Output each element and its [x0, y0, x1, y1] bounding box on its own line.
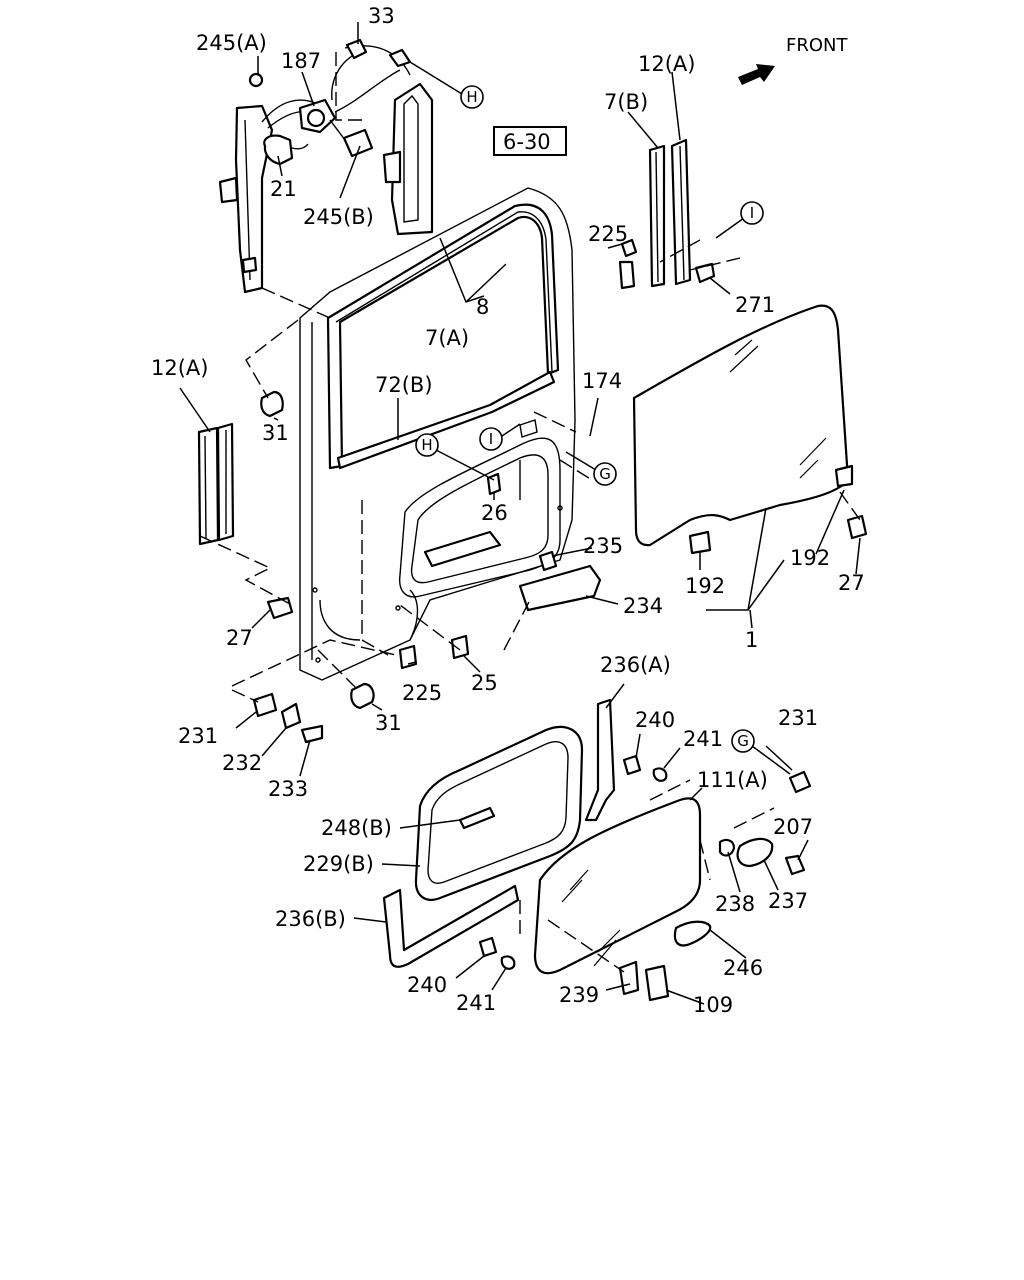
callout-229b: 229(B) — [303, 852, 374, 876]
callout-225-top: 225 — [588, 222, 628, 246]
callout-7b: 7(B) — [604, 90, 648, 114]
callout-72b: 72(B) — [375, 373, 433, 397]
callout-7a: 7(A) — [425, 326, 469, 350]
svg-text:G: G — [737, 732, 749, 750]
callout-248b: 248(B) — [321, 816, 392, 840]
callout-225-mid: 225 — [402, 681, 442, 705]
marker-i-mid: I — [479, 423, 521, 451]
marker-g-mid: G — [565, 451, 617, 486]
callout-31-top: 31 — [262, 421, 289, 445]
front-label: FRONT — [786, 35, 848, 56]
marker-h-top: H — [409, 61, 484, 109]
callout-12a-left: 12(A) — [151, 356, 208, 380]
rear-glass-channel — [648, 138, 692, 288]
vent-glass-frame — [382, 698, 616, 968]
callout-192-left: 192 — [685, 574, 725, 598]
callout-237: 237 — [768, 889, 808, 913]
callout-25: 25 — [471, 671, 498, 695]
callout-241-top: 241 — [683, 727, 723, 751]
callout-236a: 236(A) — [600, 653, 671, 677]
callout-27-left: 27 — [226, 626, 253, 650]
callout-12a-top: 12(A) — [638, 52, 695, 76]
marker-g-low: G — [731, 729, 791, 775]
svg-text:I: I — [750, 204, 754, 222]
callout-245a: 245(A) — [196, 31, 267, 55]
reference-box-label: 6-30 — [503, 130, 551, 154]
window-regulator — [218, 38, 434, 294]
callout-235: 235 — [583, 534, 623, 558]
callout-111a: 111(A) — [697, 768, 768, 792]
callout-246: 246 — [723, 956, 763, 980]
callout-1: 1 — [745, 628, 758, 652]
front-direction-indicator: FRONT — [738, 35, 848, 85]
callout-233: 233 — [268, 777, 308, 801]
callout-238: 238 — [715, 892, 755, 916]
callout-174: 174 — [582, 369, 622, 393]
door-glass — [632, 304, 854, 555]
callout-207: 207 — [773, 815, 813, 839]
callout-27-right: 27 — [838, 571, 865, 595]
svg-text:G: G — [599, 465, 611, 483]
leader-lines — [179, 22, 861, 1005]
marker-i-top: I — [715, 201, 764, 239]
callout-8: 8 — [476, 295, 489, 319]
callout-239: 239 — [559, 983, 599, 1007]
svg-text:H: H — [466, 88, 477, 106]
vent-latch — [718, 770, 812, 868]
callout-231-right: 231 — [778, 706, 818, 730]
vent-glass — [533, 797, 712, 1002]
marker-h-mid: H — [415, 433, 495, 481]
callout-245b: 245(B) — [303, 205, 374, 229]
door-panel — [299, 187, 576, 681]
assembly-guide-lines — [199, 52, 861, 973]
callout-33: 33 — [368, 4, 395, 28]
reference-box: 6-30 — [493, 126, 567, 156]
callout-234: 234 — [623, 594, 663, 618]
callout-187: 187 — [281, 49, 321, 73]
callout-232: 232 — [222, 751, 262, 775]
callout-271: 271 — [735, 293, 775, 317]
callout-241-bot: 241 — [456, 991, 496, 1015]
callout-192-right: 192 — [790, 546, 830, 570]
svg-text:H: H — [421, 436, 432, 454]
callout-26: 26 — [481, 501, 508, 525]
callout-231-left: 231 — [178, 724, 218, 748]
callout-240-bot: 240 — [407, 973, 447, 997]
callout-109: 109 — [693, 993, 733, 1017]
callout-236b: 236(B) — [275, 907, 346, 931]
callout-labels: 33 245(A) 187 21 245(B) 12(A) 7(B) 225 2… — [151, 4, 865, 1017]
svg-text:I: I — [489, 430, 493, 448]
front-arrow-icon — [738, 64, 775, 85]
front-glass-channel — [197, 422, 235, 546]
callout-240-top: 240 — [635, 708, 675, 732]
callout-21: 21 — [270, 177, 297, 201]
callout-31-mid: 31 — [375, 711, 402, 735]
